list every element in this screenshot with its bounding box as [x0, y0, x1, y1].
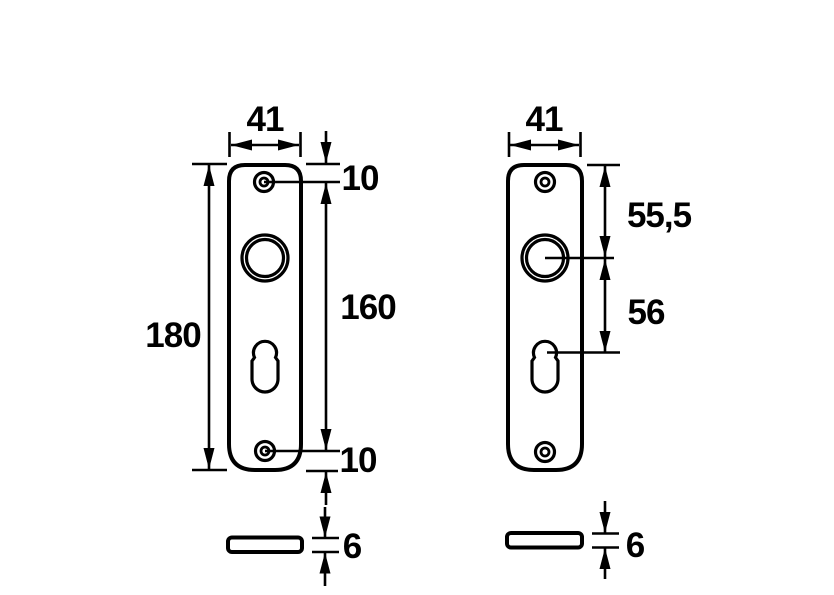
- right-plate-front-view: [506, 163, 584, 472]
- right-width-dimension: 41: [507, 100, 582, 157]
- right-handle-to-keyhole-label: 56: [628, 293, 665, 332]
- right-thickness-label: 6: [626, 526, 645, 565]
- left-width-label: 41: [247, 100, 284, 139]
- arrow-left-icon: [231, 139, 252, 151]
- left-handle-hole-icon: [240, 233, 290, 283]
- right-hole-dimensions: 55,5 56: [545, 163, 693, 354]
- arrow-down-icon: [319, 516, 331, 538]
- arrow-up-icon: [599, 548, 611, 569]
- right-top-screw-hole-inner: [539, 176, 551, 188]
- right-top-to-handle-label: 55,5: [627, 196, 692, 235]
- left-height-label: 180: [145, 316, 201, 355]
- left-plate-profile: [226, 535, 304, 554]
- left-handle-hole-inner: [244, 237, 286, 279]
- arrow-down-icon: [599, 236, 611, 257]
- arrow-up-icon: [599, 259, 611, 280]
- arrow-up-icon: [599, 166, 611, 187]
- arrow-down-icon: [599, 512, 611, 533]
- arrow-down-icon: [320, 429, 332, 450]
- left-plate-front-view: [227, 163, 303, 472]
- right-bottom-screw-hole-icon: [533, 440, 557, 464]
- arrow-down-icon: [599, 331, 611, 352]
- arrow-down-icon: [320, 142, 332, 163]
- arrow-up-icon: [320, 472, 332, 493]
- left-width-dimension: 41: [228, 100, 302, 157]
- arrow-up-icon: [319, 552, 331, 574]
- right-keyhole-icon: [530, 339, 560, 394]
- left-bottom-offset-label: 10: [340, 441, 377, 480]
- arrow-right-icon: [558, 139, 579, 151]
- right-width-label: 41: [526, 100, 563, 139]
- arrow-up-icon: [320, 183, 332, 204]
- left-hole-dimensions: 10 160 10: [264, 131, 397, 505]
- left-plate-outline: [227, 163, 303, 472]
- right-plate-side-view: 6: [505, 501, 646, 579]
- right-plate-profile: [505, 531, 584, 550]
- arrow-down-icon: [203, 448, 215, 469]
- right-top-screw-hole-icon: [533, 170, 557, 194]
- left-hole-spacing-label: 160: [340, 288, 396, 327]
- right-bottom-screw-hole-inner: [539, 446, 551, 458]
- right-plate-outline: [506, 163, 584, 472]
- arrow-left-icon: [510, 139, 531, 151]
- arrow-right-icon: [278, 139, 299, 151]
- left-plate-side-view: 6: [226, 507, 363, 586]
- left-thickness-label: 6: [343, 527, 362, 566]
- left-height-dimension: 180: [145, 162, 227, 472]
- left-keyhole-icon: [250, 339, 280, 394]
- left-top-offset-label: 10: [342, 159, 379, 198]
- arrow-up-icon: [203, 165, 215, 186]
